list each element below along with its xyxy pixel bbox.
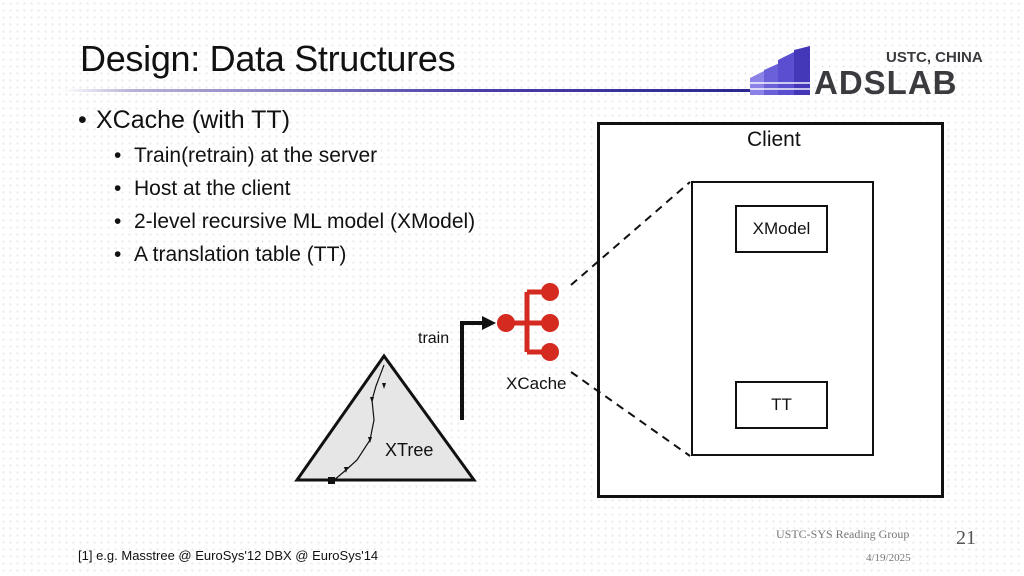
xcache-icon	[497, 283, 559, 361]
sub-bullet-item: •A translation table (TT)	[114, 243, 347, 266]
client-label: Client	[747, 128, 801, 151]
sub-bullet-text: A translation table (TT)	[134, 243, 347, 266]
page-number: 21	[956, 527, 976, 549]
bullet-main: •XCache (with TT)	[78, 106, 291, 134]
zoom-line-bottom	[570, 371, 691, 457]
sub-bullet-item: •Host at the client	[114, 177, 291, 200]
sub-bullet-text: Train(retrain) at the server	[134, 144, 378, 167]
footer-group-name: USTC-SYS Reading Group	[776, 527, 910, 541]
train-label: train	[418, 330, 450, 347]
zoom-line-top	[570, 181, 691, 286]
sub-bullet-text: 2-level recursive ML model (XModel)	[134, 210, 476, 233]
bullet-list: •XCache (with TT)	[78, 106, 290, 135]
xtree-icon	[294, 353, 477, 484]
train-arrow-line	[460, 321, 484, 420]
logo-text-top: USTC, CHINA	[886, 49, 983, 66]
sub-bullet-text: Host at the client	[134, 177, 291, 200]
train-arrow-head	[482, 316, 496, 330]
footnote: [1] e.g. Masstree @ EuroSys'12 DBX @ Eur…	[78, 548, 379, 563]
tt-label: TT	[771, 395, 792, 414]
footer-date: 4/19/2025	[866, 552, 911, 564]
sub-bullet-list: •Train(retrain) at the server •Host at t…	[114, 144, 475, 276]
slide-title: Design: Data Structures	[80, 38, 456, 79]
sub-bullet-item: •2-level recursive ML model (XModel)	[114, 210, 476, 233]
sub-bullet-item: •Train(retrain) at the server	[114, 144, 378, 167]
title-underline	[62, 89, 752, 92]
xtree-label: XTree	[385, 440, 434, 460]
xmodel-label: XModel	[752, 219, 811, 238]
logo-text-main: ADSLAB	[814, 64, 958, 101]
tt-box: TT	[735, 381, 828, 429]
xcache-label: XCache	[506, 374, 567, 393]
bullet-main-text: XCache (with TT)	[96, 106, 291, 134]
xmodel-box: XModel	[735, 205, 828, 253]
adslab-logo: USTC, CHINA ADSLAB	[750, 46, 983, 101]
